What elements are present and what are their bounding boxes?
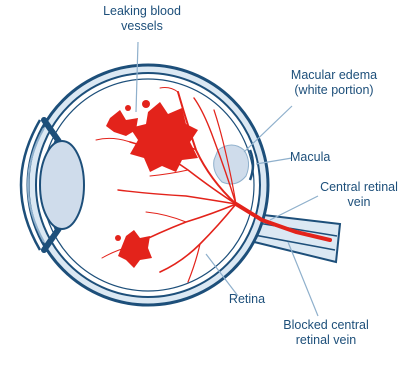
label-blocked-central-retinal-vein: Blocked central retinal vein [272, 318, 380, 348]
label-leaking-line2: vessels [92, 19, 192, 34]
label-blocked-line1: Blocked central [272, 318, 380, 333]
label-blocked-line2: retinal vein [272, 333, 380, 348]
label-edema-line1: Macular edema [278, 68, 390, 83]
label-vein-line2: vein [312, 195, 406, 210]
label-leaking-line1: Leaking blood [92, 4, 192, 19]
label-edema-line2: (white portion) [278, 83, 390, 98]
leader-central-vein [270, 196, 318, 220]
label-macula: Macula [290, 150, 360, 165]
label-retina: Retina [222, 292, 272, 307]
lens [40, 141, 84, 229]
label-macular-edema: Macular edema (white portion) [278, 68, 390, 98]
label-leaking-blood-vessels: Leaking blood vessels [92, 4, 192, 34]
label-central-retinal-vein: Central retinal vein [312, 180, 406, 210]
label-vein-line1: Central retinal [312, 180, 406, 195]
